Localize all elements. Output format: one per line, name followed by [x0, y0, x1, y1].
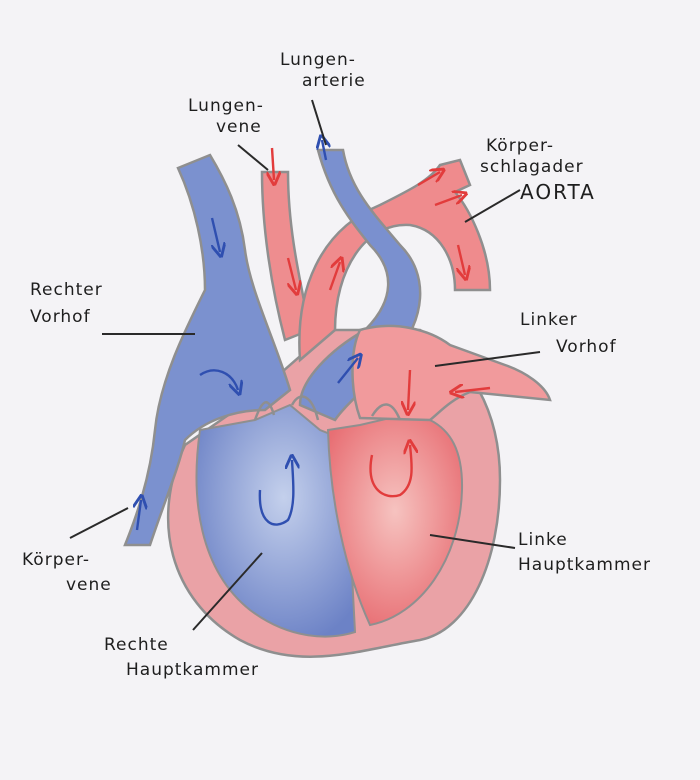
arrow-inferior-vena-cava: [137, 500, 141, 531]
label-linker-vorhof-line1: Linker: [520, 310, 578, 330]
leader-linke-hauptkammer: [429, 534, 516, 549]
left-ventricle-chamber: [326, 416, 464, 627]
arrow-aorta-up: [328, 262, 340, 291]
label-lungenvene-line1: Lungen-: [188, 96, 264, 116]
label-koerperschlagader-line1: Körper-: [486, 136, 554, 156]
left-atrium: [351, 324, 552, 422]
arrow-left-atrium-down: [408, 369, 410, 410]
arrow-pulmonary-artery-top: [322, 140, 326, 161]
arrow-pulmonary-vein-in: [272, 147, 274, 180]
pulmonary-valve: [290, 395, 320, 421]
flow-arrows-red: [272, 147, 491, 498]
label-linker-vorhof-line2: Vorhof: [556, 337, 617, 357]
label-lungenvene: Lungen- vene: [188, 96, 264, 138]
label-koerperschlagader-line2: schlagader: [480, 157, 584, 177]
label-koerperschlagader: Körper- schlagader AORTA: [480, 136, 596, 203]
arrow-aorta-top: [417, 172, 440, 187]
label-lungenarterie: Lungen- arterie: [280, 50, 366, 92]
label-rechter-vorhof-line1: Rechter: [30, 280, 103, 300]
label-rechter-vorhof-line2: Vorhof: [30, 307, 91, 327]
label-koerpervene-line2: vene: [66, 575, 112, 595]
arrow-right-atrium-curve: [199, 369, 238, 390]
label-linker-vorhof: Linker Vorhof: [520, 310, 617, 358]
arrow-pulmonary-vein-down: [286, 257, 296, 290]
arrow-aorta-down: [458, 244, 465, 275]
label-linke-hauptkammer-line1: Linke: [518, 530, 568, 550]
arrow-aorta-arch: [434, 195, 462, 207]
arrow-superior-vena-cava: [210, 217, 220, 252]
label-lungenarterie-line1: Lungen-: [280, 50, 356, 70]
right-atrium: [123, 153, 292, 547]
label-aorta: AORTA: [520, 180, 596, 204]
arrow-pulmonary-artery-up: [337, 358, 358, 384]
arrow-left-ventricle-loop: [369, 445, 412, 498]
label-koerpervene: Körper- vene: [22, 550, 112, 596]
mitral-valve: [370, 403, 402, 421]
arrow-pulmonary-vein-right: [455, 388, 491, 392]
leader-lungenvene: [237, 144, 269, 171]
leader-rechte-hauptkammer: [192, 552, 263, 631]
label-koerpervene-line1: Körper-: [22, 550, 90, 570]
arrow-right-ventricle-loop: [258, 460, 294, 526]
label-lungenarterie-line2: arterie: [302, 71, 366, 91]
flow-arrows-blue: [137, 140, 358, 531]
leader-lungenarterie: [311, 99, 327, 146]
label-linke-hauptkammer-line2: Hauptkammer: [518, 555, 651, 575]
label-rechte-hauptkammer-line1: Rechte: [104, 635, 169, 655]
leader-linker-vorhof: [434, 351, 541, 367]
leader-koerpervene: [69, 507, 129, 539]
label-linke-hauptkammer: Linke Hauptkammer: [518, 530, 651, 576]
right-ventricle-chamber: [195, 403, 357, 638]
leader-lines: [69, 99, 541, 631]
label-rechte-hauptkammer: Rechte Hauptkammer: [104, 635, 259, 681]
pulmonary-vein-vessel: [260, 170, 312, 342]
leader-aorta: [464, 189, 521, 223]
label-lungenvene-line2: vene: [216, 117, 262, 137]
label-rechte-hauptkammer-line2: Hauptkammer: [126, 660, 259, 680]
label-rechter-vorhof: Rechter Vorhof: [30, 280, 103, 328]
tricuspid-valve: [253, 401, 276, 421]
